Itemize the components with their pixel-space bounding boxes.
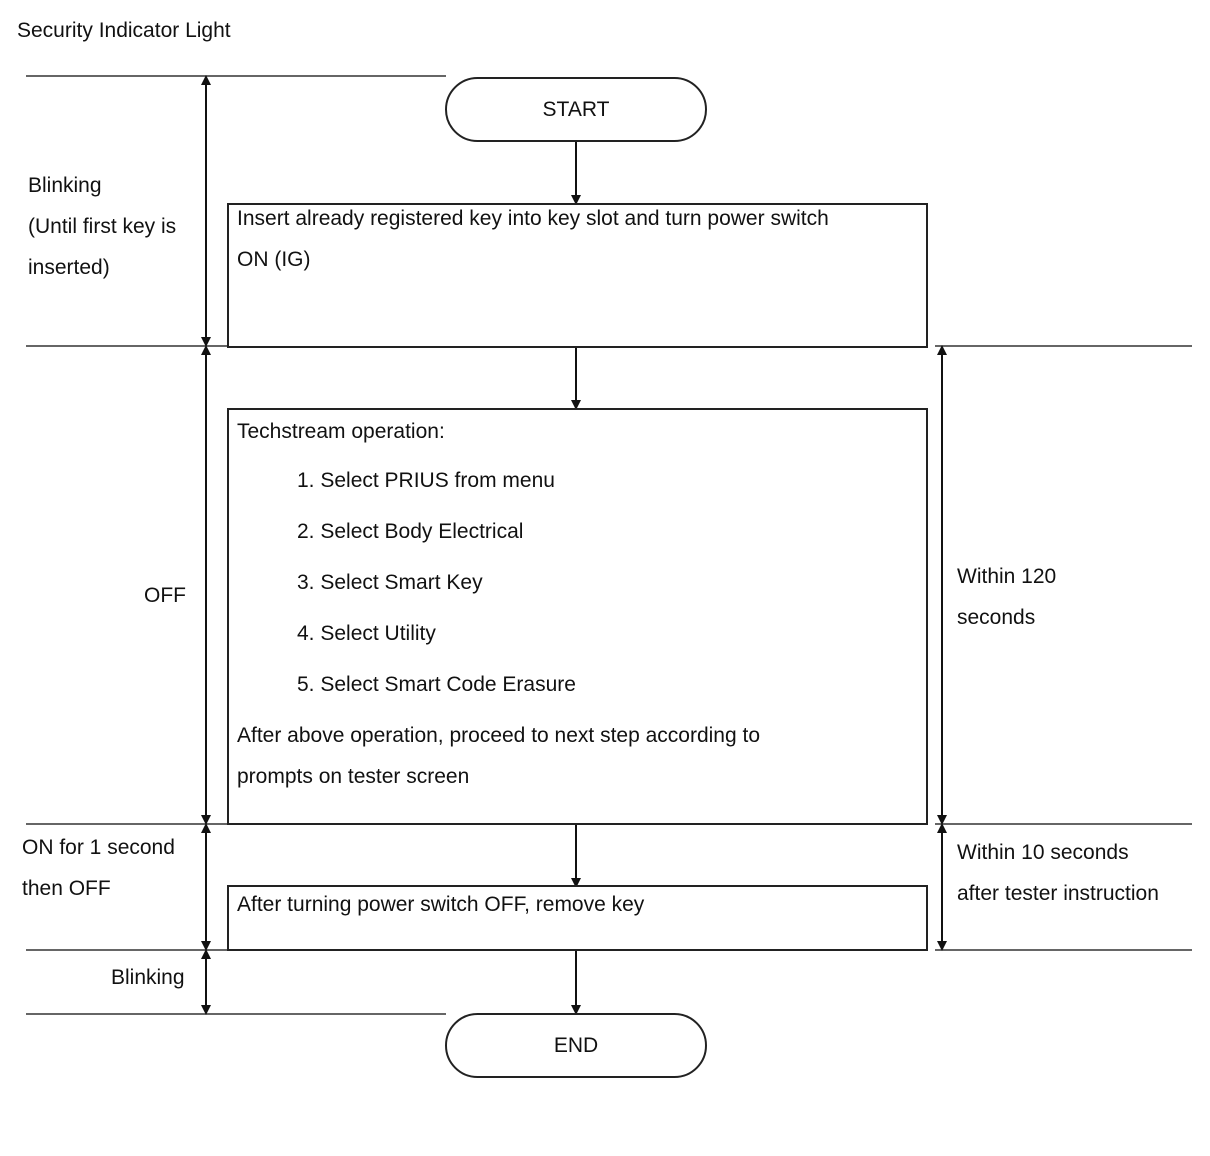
state-label-blinking-last: Blinking xyxy=(111,966,185,989)
time-limit-label: Within 120 xyxy=(957,565,1057,588)
end-label: END xyxy=(553,1033,599,1057)
step-remove-key-box: After turning power switch OFF, remove k… xyxy=(227,885,928,951)
step-text: Insert already registered key into key s… xyxy=(237,207,829,230)
step-list-item: 2. Select Body Electrical xyxy=(297,520,524,543)
step-list-item: 3. Select Smart Key xyxy=(297,571,483,594)
state-label-on-then-off: then OFF xyxy=(22,877,111,900)
step-techstream-box: Techstream operation: 1. Select PRIUS fr… xyxy=(227,408,928,825)
state-label-on-then-off: ON for 1 second xyxy=(22,836,175,859)
step-list-item: 4. Select Utility xyxy=(297,622,436,645)
end-terminal: END xyxy=(445,1013,707,1078)
step-insert-key-box: Insert already registered key into key s… xyxy=(227,203,928,348)
start-terminal: START xyxy=(445,77,707,142)
state-label-blinking: inserted) xyxy=(28,256,110,279)
time-limit-label: after tester instruction xyxy=(957,882,1159,905)
time-limit-label: seconds xyxy=(957,606,1036,629)
step-text: ON (IG) xyxy=(237,248,311,271)
step-list-item: 1. Select PRIUS from menu xyxy=(297,469,555,492)
state-label-blinking: Blinking xyxy=(28,174,102,197)
state-label-off: OFF xyxy=(144,584,186,607)
step-heading: Techstream operation: xyxy=(237,420,445,443)
time-limit-label: Within 10 seconds xyxy=(957,841,1129,864)
state-label-blinking: (Until first key is xyxy=(28,215,177,238)
step-text: After turning power switch OFF, remove k… xyxy=(237,893,645,916)
diagram-title: Security Indicator Light xyxy=(17,19,231,42)
step-text: After above operation, proceed to next s… xyxy=(237,724,761,747)
step-list-item: 5. Select Smart Code Erasure xyxy=(297,673,576,696)
start-label: START xyxy=(542,97,610,121)
step-text: prompts on tester screen xyxy=(237,765,470,788)
